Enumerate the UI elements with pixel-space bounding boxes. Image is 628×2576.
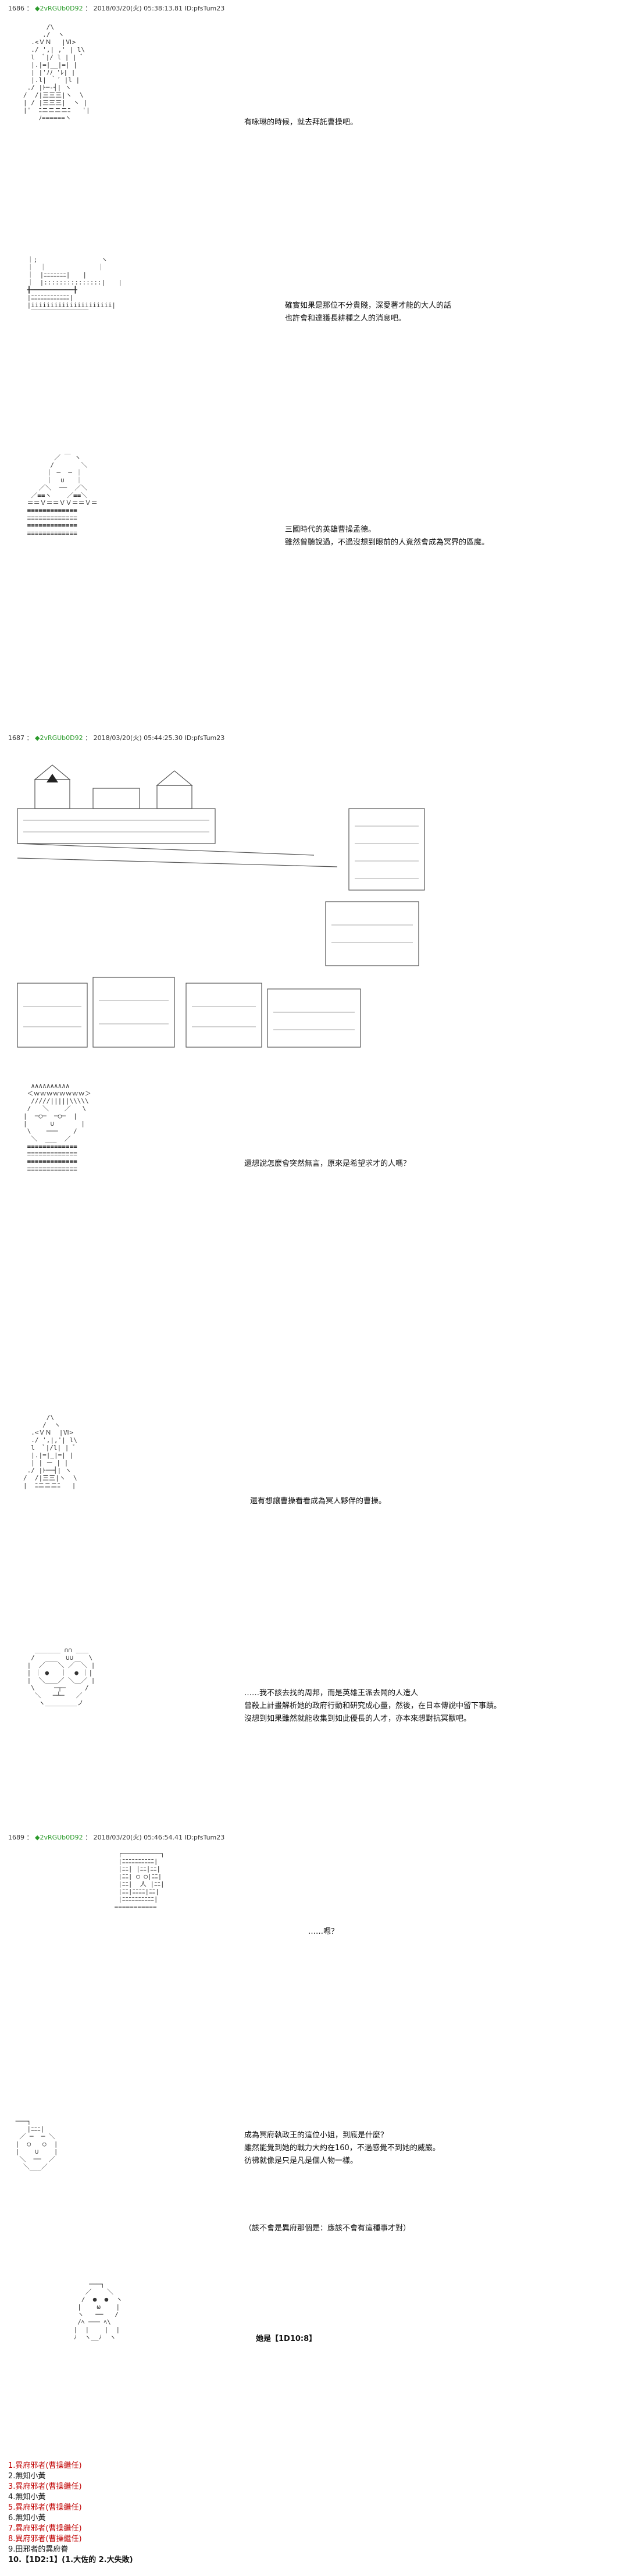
choice-item: 6.無知小黃 <box>8 2514 46 2522</box>
dice-roll-result: 她是【1D10:8】 <box>256 2335 317 2343</box>
ascii-art-figure: ／ ￣ ヽ / ＼ ｜ ─ ─ ｜ ｜ ∪ ｜ ／＼ ── ／＼ ／≡≡ヽ ／≡… <box>27 454 98 537</box>
ascii-art-scene: ｜; ヽ ｜ ｜ ｜ ｜ |ﾆﾆﾆﾆﾆﾆﾆ| | ｜ |::::::::::::… <box>27 256 122 316</box>
dialogue: ……我不該去找的周邦，而是英雄王派去鬧的人造人 曾殺上計畫解析她的政府行動和研究… <box>244 1689 502 1723</box>
post-date: 2018/03/20(火) 05:38:13.81 ID:pfsTum23 <box>93 5 225 12</box>
post-date: 2018/03/20(火) 05:44:25.30 ID:pfsTum23 <box>93 734 225 742</box>
ascii-art-figure: ┌──────────┐ |ﾆﾆﾆﾆﾆﾆﾆﾆﾆﾆ| |ﾆﾆ| |ﾆﾆ|ﾆﾆ| |… <box>114 1850 165 1910</box>
post-header: 1689 ： ◆2vRGUb0D92 ： 2018/03/20(火) 05:46… <box>8 1834 225 1841</box>
dialogue: ……嗯？ <box>308 1927 339 1936</box>
poster-name[interactable]: ◆2vRGUb0D92 <box>35 1834 83 1841</box>
post-number: 1687 <box>8 734 24 742</box>
dialogue: 三國時代的英雄曹操孟德。 雖然曾聽說過，不過沒想到眼前的人竟然會成為冥界的區魔。 <box>285 525 490 547</box>
post-number: 1689 <box>8 1834 24 1841</box>
post-header: 1687 ： ◆2vRGUb0D92 ： 2018/03/20(火) 05:44… <box>8 734 225 742</box>
choice-item: 10.【1D2:1】(1.大佐的 2.大失敗) <box>8 2556 133 2564</box>
choice-item: 7.異府邪者(曹操繼任) <box>8 2524 82 2533</box>
choice-list: 1.異府邪者(曹操繼任) 2.無知小黃 3.異府邪者(曹操繼任) 4.無知小黃 … <box>8 2461 133 2566</box>
ascii-art-figure: /\ / ヽ .<ＶＮ |Ⅵ> ./ ',|,'| l\ l ﾞ|/l| | ﾞ… <box>23 1414 77 1489</box>
choice-item: 8.異府邪者(曹操繼任) <box>8 2535 82 2543</box>
dialogue: 有咏琳的時候，就去拜託曹操吧。 <box>244 118 358 127</box>
post-header: 1686 ： ◆2vRGUb0D92 ： 2018/03/20(火) 05:38… <box>8 5 225 12</box>
city-scene <box>17 764 425 1048</box>
post-date: 2018/03/20(火) 05:46:54.41 ID:pfsTum23 <box>93 1834 225 1841</box>
choice-item: 1.異府邪者(曹操繼任) <box>8 2461 82 2470</box>
ascii-art-face: ＿＿＿＿ ∩∩ ＿＿ / ∪∪ \ | ／￣￣＼ ／￣＼ | | ｜ ● ｜ ●… <box>27 1646 95 1707</box>
dialogue: 確實如果是那位不分貴賤，深愛著才能的大人的話 也許會和達獲長耕種之人的消息吧。 <box>285 301 452 323</box>
choice-item: 3.異府邪者(曹操繼任) <box>8 2482 82 2491</box>
ascii-art-figure: ───┐ |ﾆﾆﾆ| ／ ─ ─ ＼ | ○ ○ | | ∪ | ＼ ── ／ … <box>15 2118 58 2171</box>
ascii-art-figure: ───┐ ／ ＼ / ● ● ヽ | ω | ヽ ── / /ﾍ ─── ﾍ\ … <box>73 2280 123 2341</box>
poster-name[interactable]: ◆2vRGUb0D92 <box>35 5 83 12</box>
dialogue: 成為冥府執政王的這位小姐，到底是什麼？ 雖然能覺到她的戰力大約在160，不過感覺… <box>244 2131 440 2165</box>
ascii-art-figure: /\ ./ ヽ .<ＶＮ |Ⅵ> ./ ',| ,' | l\ l ﾞ|/ l … <box>23 23 90 122</box>
choice-item: 4.無知小黃 <box>8 2493 46 2502</box>
dialogue-aside: （該不會是異府那個是：應該不會有這種事才對） <box>244 2224 411 2233</box>
post-number: 1686 <box>8 5 24 12</box>
dialogue: 還想說怎麼會突然無言，原來是希望求才的人嗎？ <box>244 1159 411 1168</box>
poster-name[interactable]: ◆2vRGUb0D92 <box>35 734 83 742</box>
choice-item: 9.田邪者的異府眷 <box>8 2545 69 2554</box>
choice-item: 2.無知小黃 <box>8 2472 46 2481</box>
ascii-art-figure: ∧∧∧∧∧∧∧∧∧∧ ＜ｗｗｗｗｗｗｗｗ＞ /////|||||\\\\\ / … <box>23 1082 91 1173</box>
choice-item: 5.異府邪者(曹操繼任) <box>8 2503 82 2512</box>
dialogue: 還有想讓曹操看看成為冥人夥伴的曹操。 <box>250 1497 387 1506</box>
